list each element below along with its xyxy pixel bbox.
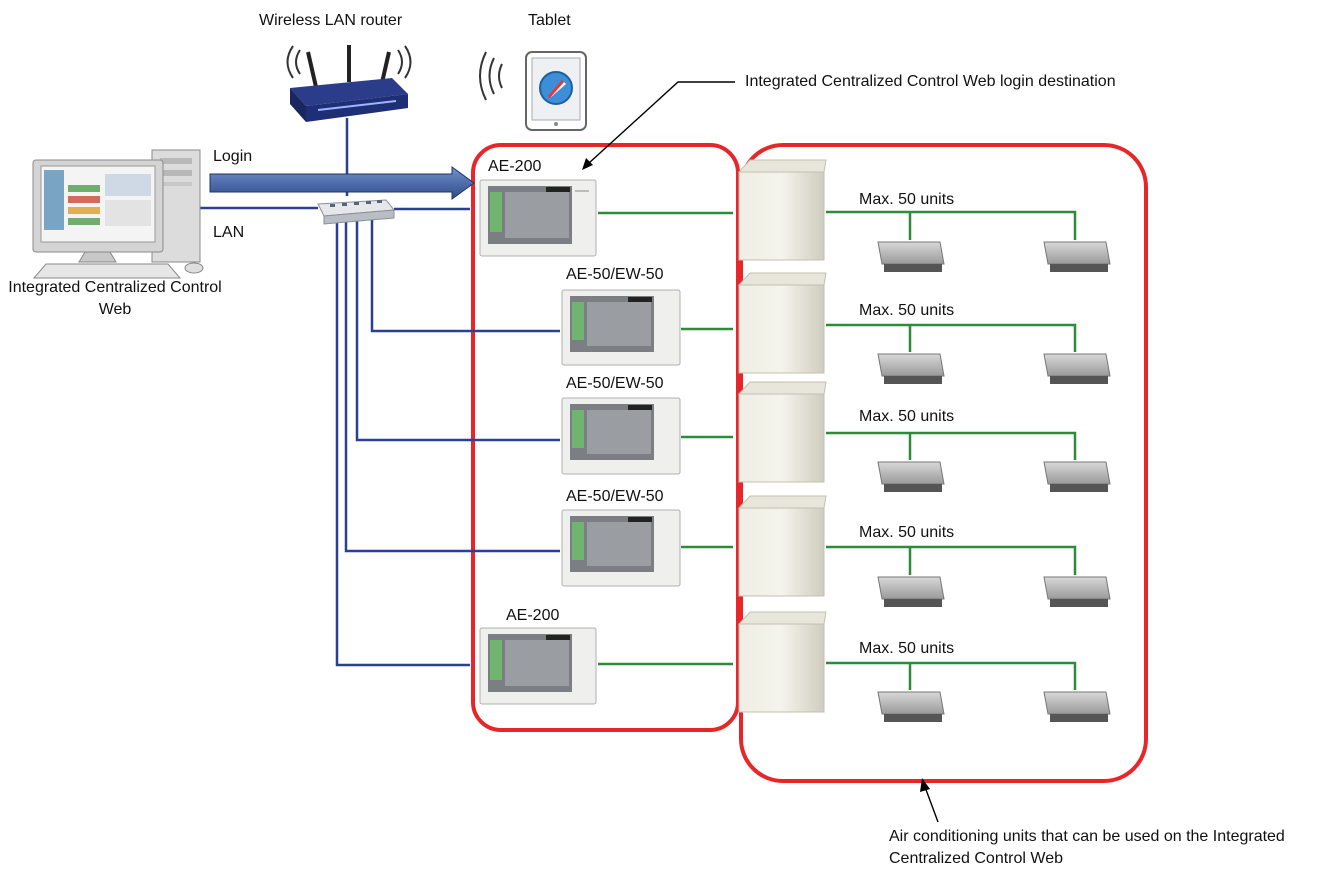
controller-label: AE-200 — [506, 607, 560, 624]
ac-units-footnote: Air conditioning units that can be used … — [889, 828, 1285, 867]
indoor-unit — [877, 353, 945, 384]
ac-units-pointer — [920, 778, 939, 823]
indoor-unit — [877, 576, 945, 607]
indoor-unit — [1043, 461, 1111, 492]
outdoor-unit-4 — [737, 495, 827, 597]
login-arrow — [209, 166, 475, 200]
controller-ae-50-3 — [561, 509, 681, 587]
indoor-unit — [1043, 241, 1111, 272]
tablet-icon — [479, 51, 587, 131]
login-destination-pointer — [582, 81, 735, 170]
outdoor-unit-3 — [737, 381, 827, 483]
pc-label: Integrated Centralized Control Web — [8, 279, 222, 318]
controller-ae-200-2 — [479, 627, 597, 705]
router-label: Wireless LAN router — [259, 12, 403, 29]
max-units-label: Max. 50 units — [859, 302, 955, 319]
login-destination-label: Integrated Centralized Control Web login… — [745, 73, 1116, 90]
controller-ae-200-1 — [479, 179, 597, 257]
controller-ae-50-2 — [561, 397, 681, 475]
computer-icon — [32, 149, 204, 279]
indoor-unit — [877, 241, 945, 272]
controller-group-border — [471, 143, 740, 732]
wireless-router-icon — [286, 45, 412, 122]
max-units-label: Max. 50 units — [859, 524, 955, 541]
max-units-label: Max. 50 units — [859, 408, 955, 425]
indoor-unit — [1043, 691, 1111, 722]
controller-label: AE-50/EW-50 — [566, 488, 664, 505]
controller-ae-50-1 — [561, 289, 681, 366]
indoor-unit — [877, 691, 945, 722]
outdoor-unit-2 — [737, 272, 827, 374]
controller-label: AE-50/EW-50 — [566, 266, 664, 283]
login-label: Login — [213, 148, 253, 165]
controller-label: AE-200 — [488, 158, 542, 175]
refrigerant-lines — [598, 210, 1077, 690]
max-units-label: Max. 50 units — [859, 640, 955, 657]
indoor-unit — [1043, 353, 1111, 384]
tablet-label: Tablet — [528, 12, 571, 29]
outdoor-unit-5 — [737, 611, 827, 713]
network-hub-icon — [317, 199, 395, 225]
outdoor-unit-1 — [737, 159, 827, 261]
indoor-unit — [877, 461, 945, 492]
controller-label: AE-50/EW-50 — [566, 375, 664, 392]
lan-label: LAN — [213, 224, 245, 241]
indoor-units — [877, 241, 1111, 722]
indoor-unit — [1043, 576, 1111, 607]
max-units-label: Max. 50 units — [859, 191, 955, 208]
